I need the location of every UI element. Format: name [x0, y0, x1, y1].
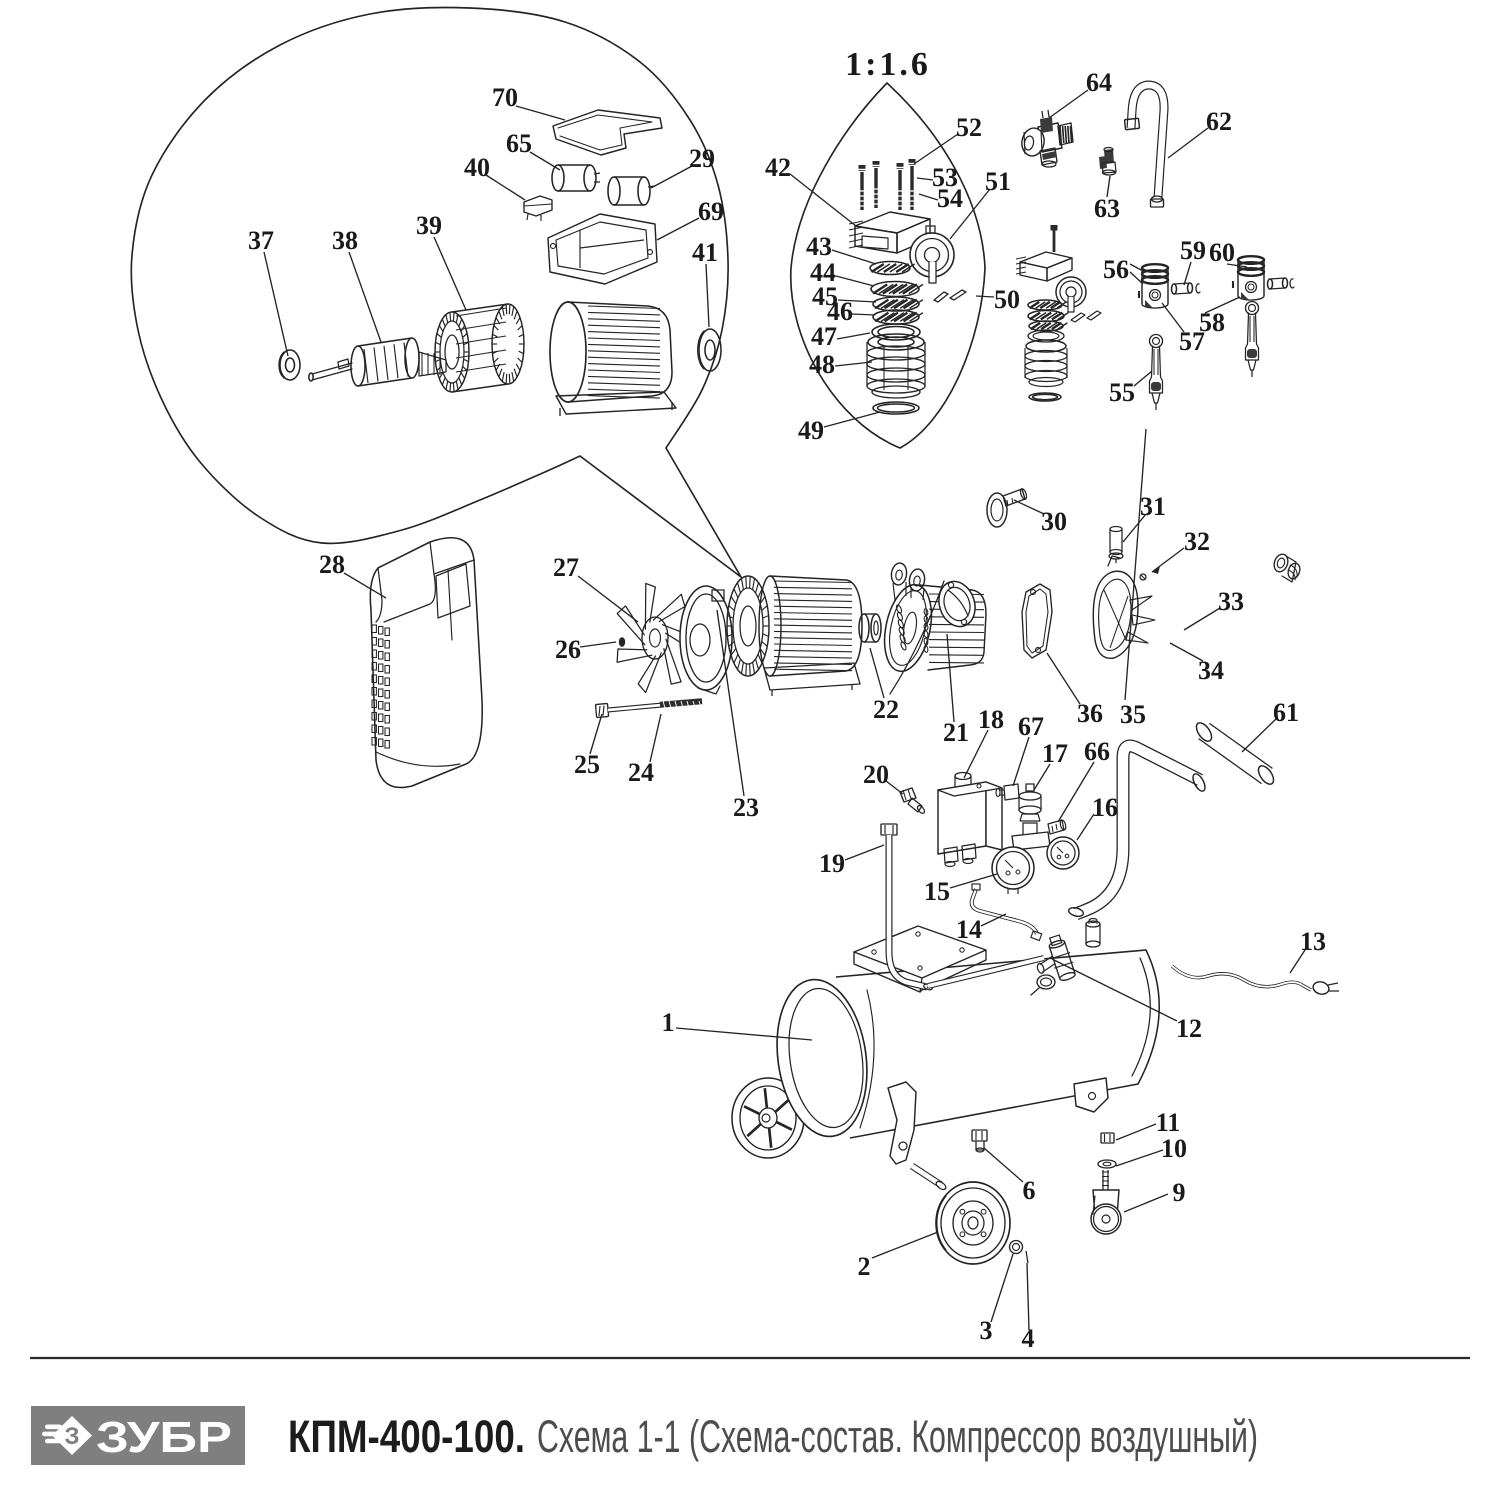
svg-text:20: 20 — [863, 760, 889, 789]
svg-text:37: 37 — [248, 226, 274, 255]
svg-text:6: 6 — [1023, 1176, 1036, 1205]
svg-text:56: 56 — [1103, 255, 1129, 284]
svg-text:3: 3 — [980, 1316, 993, 1345]
svg-text:24: 24 — [628, 758, 654, 787]
svg-text:42: 42 — [765, 153, 791, 182]
svg-text:25: 25 — [574, 750, 600, 779]
svg-text:48: 48 — [809, 350, 835, 379]
svg-text:55: 55 — [1109, 378, 1135, 407]
svg-text:10: 10 — [1161, 1134, 1187, 1163]
svg-text:65: 65 — [506, 129, 532, 158]
svg-text:ЗУБР: ЗУБР — [96, 1413, 232, 1462]
svg-text:22: 22 — [873, 695, 899, 724]
svg-text:59: 59 — [1180, 236, 1206, 265]
svg-text:19: 19 — [819, 849, 845, 878]
svg-text:40: 40 — [464, 153, 490, 182]
svg-text:61: 61 — [1273, 698, 1299, 727]
svg-text:54: 54 — [937, 184, 963, 213]
svg-text:Схема 1-1 (Схема-состав. Компр: Схема 1-1 (Схема-состав. Компрессор возд… — [537, 1411, 1258, 1462]
svg-text:14: 14 — [956, 915, 982, 944]
svg-text:53: 53 — [932, 163, 958, 192]
svg-text:27: 27 — [553, 553, 579, 582]
svg-text:45: 45 — [812, 282, 838, 311]
svg-text:23: 23 — [733, 793, 759, 822]
svg-text:38: 38 — [332, 226, 358, 255]
svg-text:1: 1 — [662, 1008, 675, 1037]
svg-text:13: 13 — [1300, 927, 1326, 956]
svg-text:36: 36 — [1077, 699, 1103, 728]
svg-text:18: 18 — [978, 705, 1004, 734]
svg-text:30: 30 — [1041, 507, 1067, 536]
svg-text:57: 57 — [1179, 327, 1205, 356]
svg-text:69: 69 — [698, 197, 724, 226]
svg-text:26: 26 — [555, 635, 581, 664]
svg-text:35: 35 — [1120, 700, 1146, 729]
svg-text:49: 49 — [798, 416, 824, 445]
svg-text:31: 31 — [1140, 492, 1166, 521]
svg-text:67: 67 — [1018, 712, 1044, 741]
svg-text:28: 28 — [319, 550, 345, 579]
svg-text:2: 2 — [858, 1252, 871, 1281]
svg-text:46: 46 — [827, 297, 853, 326]
svg-text:44: 44 — [810, 258, 836, 287]
svg-text:15: 15 — [924, 877, 950, 906]
svg-text:КПМ-400-100.: КПМ-400-100. — [288, 1411, 525, 1462]
svg-text:58: 58 — [1199, 308, 1225, 337]
svg-text:16: 16 — [1092, 793, 1118, 822]
svg-text:21: 21 — [943, 718, 969, 747]
svg-text:62: 62 — [1206, 107, 1232, 136]
svg-text:З: З — [64, 1423, 79, 1450]
svg-text:60: 60 — [1209, 238, 1235, 267]
svg-text:17: 17 — [1042, 739, 1068, 768]
svg-text:47: 47 — [811, 322, 837, 351]
svg-text:52: 52 — [956, 113, 982, 142]
svg-text:70: 70 — [492, 83, 518, 112]
svg-text:50: 50 — [994, 285, 1020, 314]
svg-text:64: 64 — [1086, 68, 1112, 97]
svg-text:1:1.6: 1:1.6 — [845, 46, 931, 83]
svg-text:39: 39 — [416, 211, 442, 240]
svg-text:12: 12 — [1176, 1014, 1202, 1043]
svg-text:11: 11 — [1156, 1108, 1181, 1137]
svg-text:66: 66 — [1084, 737, 1110, 766]
svg-text:29: 29 — [689, 144, 715, 173]
svg-text:4: 4 — [1022, 1324, 1035, 1353]
svg-text:43: 43 — [806, 232, 832, 261]
svg-text:63: 63 — [1094, 194, 1120, 223]
svg-text:9: 9 — [1173, 1178, 1186, 1207]
svg-text:32: 32 — [1184, 527, 1210, 556]
svg-text:33: 33 — [1218, 587, 1244, 616]
svg-text:41: 41 — [692, 238, 718, 267]
svg-text:34: 34 — [1198, 656, 1224, 685]
svg-text:51: 51 — [985, 167, 1011, 196]
